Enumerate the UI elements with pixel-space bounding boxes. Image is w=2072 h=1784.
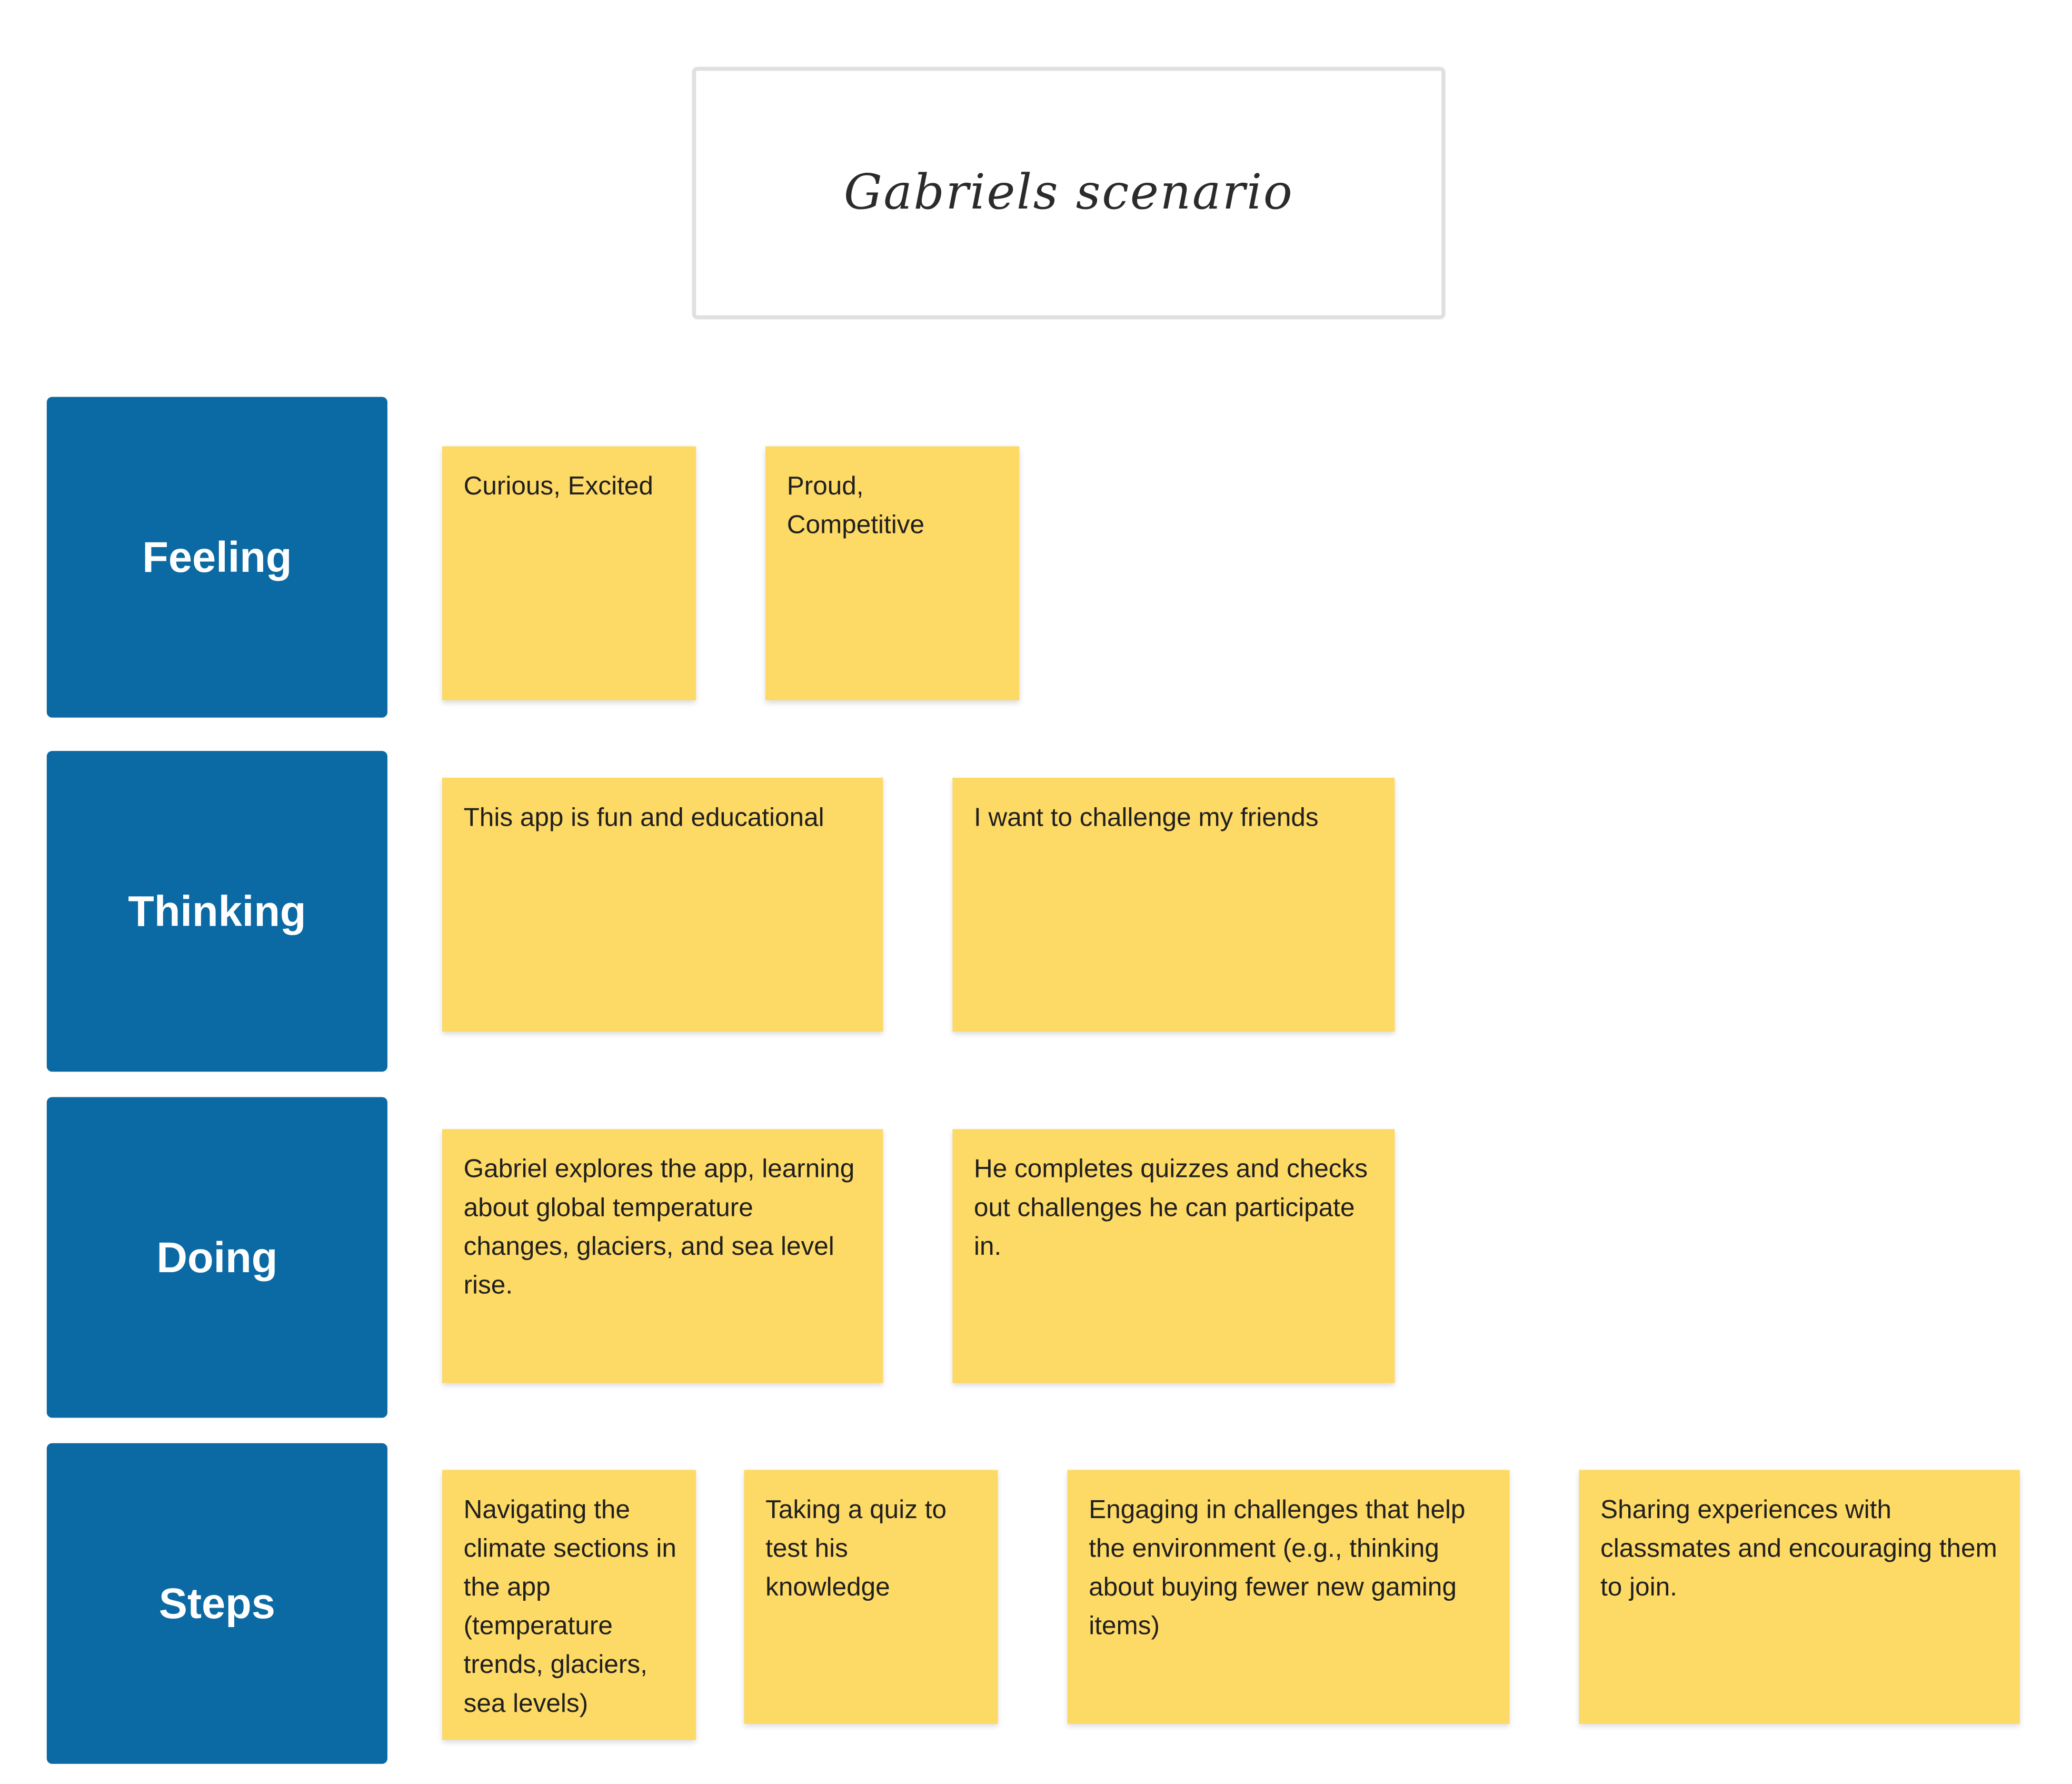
sticky-note-text: Gabriel explores the app, learning about… xyxy=(463,1154,855,1301)
row-label-feeling-text: Feeling xyxy=(142,532,292,581)
title-frame[interactable]: Gabriels scenario xyxy=(692,66,1446,320)
sticky-note-text: Proud, Competitive xyxy=(786,471,925,540)
sticky-note-thinking-2[interactable]: I want to challenge my friends xyxy=(952,777,1395,1032)
sticky-note-steps-2[interactable]: Taking a quiz to test his knowledge xyxy=(744,1470,998,1724)
row-label-doing-text: Doing xyxy=(156,1233,278,1281)
sticky-note-steps-1[interactable]: Navigating the climate sections in the a… xyxy=(442,1470,696,1740)
sticky-note-doing-1[interactable]: Gabriel explores the app, learning about… xyxy=(442,1129,883,1383)
sticky-note-thinking-1[interactable]: This app is fun and educational xyxy=(442,777,883,1032)
row-label-steps-text: Steps xyxy=(158,1579,275,1627)
sticky-note-text: Navigating the climate sections in the a… xyxy=(463,1495,676,1719)
sticky-note-steps-3[interactable]: Engaging in challenges that help the env… xyxy=(1067,1470,1510,1724)
sticky-note-text: Sharing experiences with classmates and … xyxy=(1600,1495,1997,1602)
row-label-steps[interactable]: Steps xyxy=(46,1443,387,1764)
sticky-note-text: Taking a quiz to test his knowledge xyxy=(765,1495,947,1602)
sticky-note-text: Curious, Excited xyxy=(463,471,653,501)
page-title: Gabriels scenario xyxy=(843,165,1294,221)
row-label-doing[interactable]: Doing xyxy=(46,1097,387,1418)
sticky-note-text: He completes quizzes and checks out chal… xyxy=(973,1154,1368,1262)
row-label-feeling[interactable]: Feeling xyxy=(46,397,387,718)
sticky-note-feeling-2[interactable]: Proud, Competitive xyxy=(765,446,1020,700)
sticky-note-doing-2[interactable]: He completes quizzes and checks out chal… xyxy=(952,1129,1395,1383)
row-label-thinking-text: Thinking xyxy=(128,886,306,935)
sticky-note-steps-4[interactable]: Sharing experiences with classmates and … xyxy=(1579,1470,2020,1724)
sticky-note-feeling-1[interactable]: Curious, Excited xyxy=(442,446,696,700)
sticky-note-text: I want to challenge my friends xyxy=(973,803,1319,832)
sticky-note-text: Engaging in challenges that help the env… xyxy=(1089,1495,1466,1641)
sticky-note-text: This app is fun and educational xyxy=(463,803,824,832)
row-label-thinking[interactable]: Thinking xyxy=(46,751,387,1072)
